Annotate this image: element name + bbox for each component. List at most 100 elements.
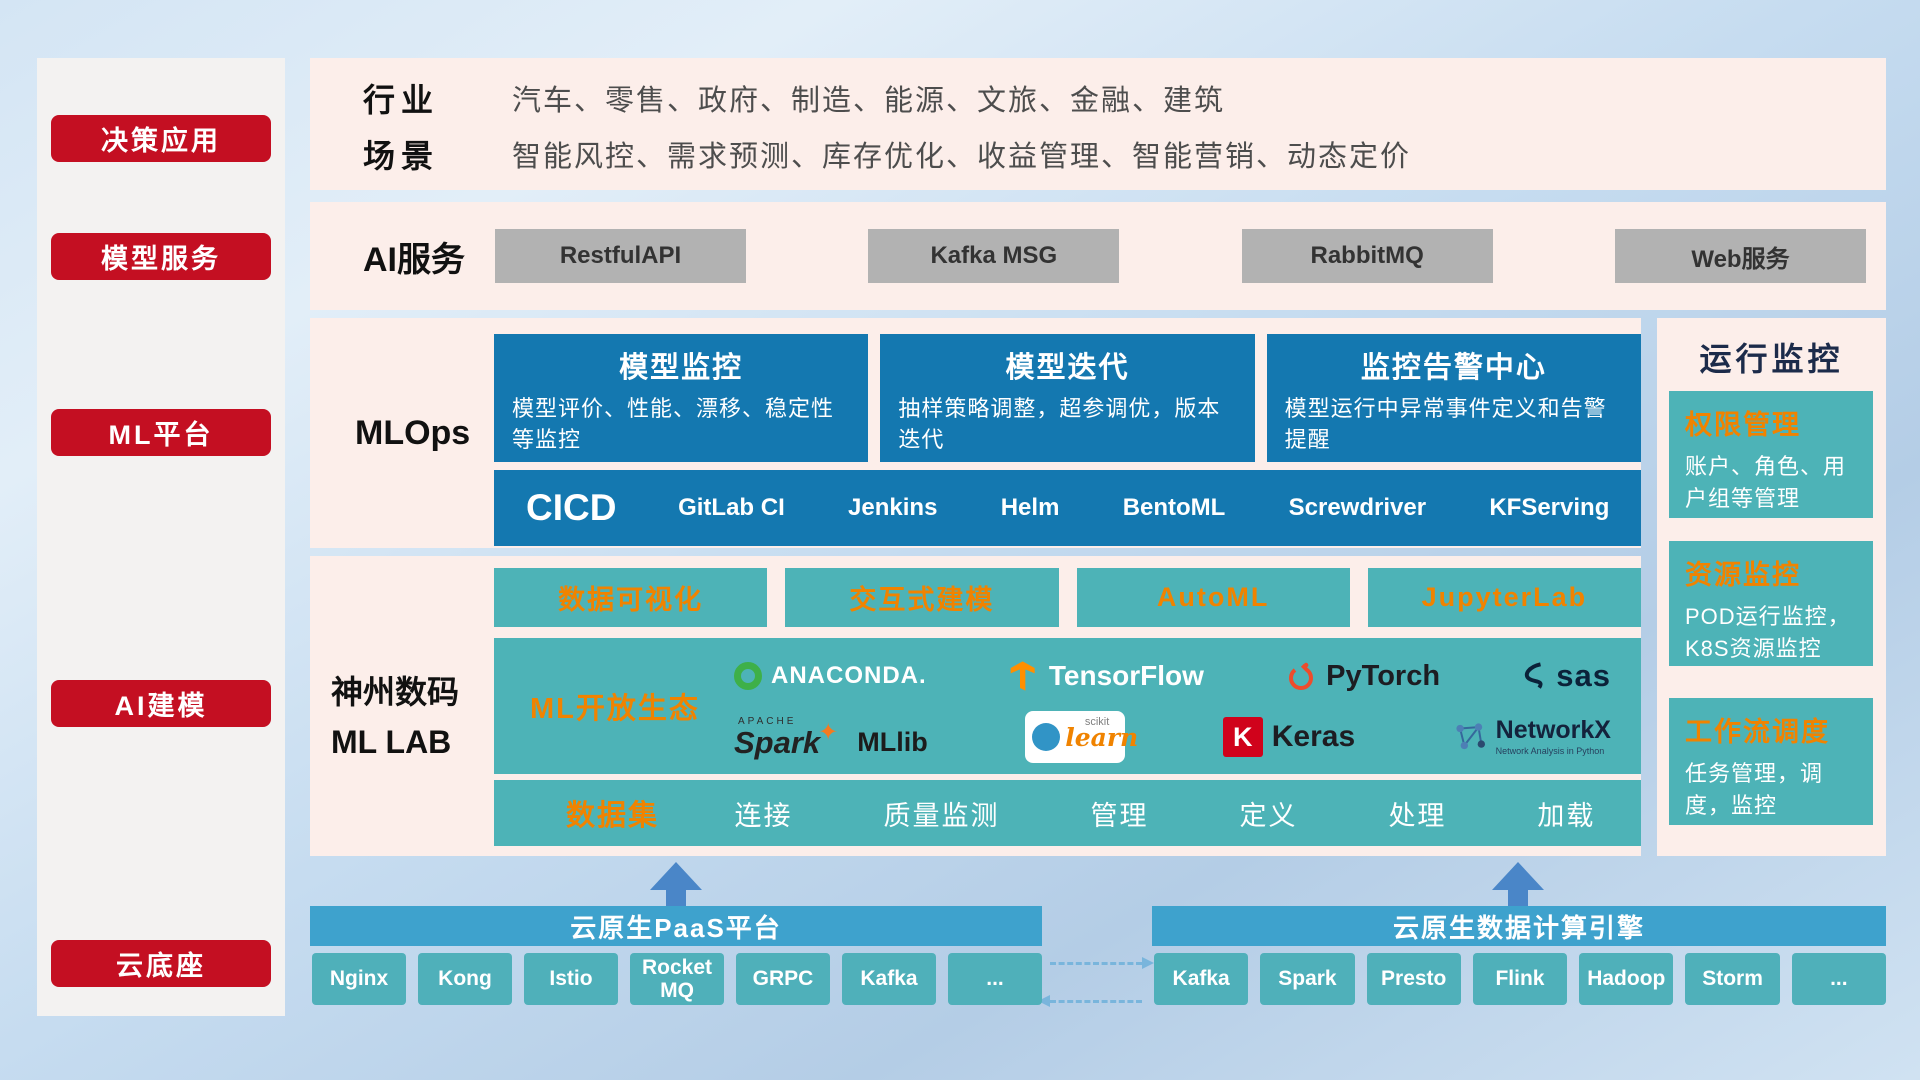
screwdriver-item: Screwdriver [1288, 494, 1427, 522]
engine-storm-block: Storm [1685, 953, 1780, 1005]
dashed-arrow-left [1038, 995, 1142, 1007]
layer-ml-platform: ML平台 [51, 409, 271, 456]
keras-text: Keras [1271, 720, 1356, 753]
alert-center-title: 监控告警中心 [1360, 352, 1547, 384]
dataset-label: 数据集 [566, 800, 660, 832]
cicd-items: GitLab CI Jenkins Helm BentoML Screwdriv… [646, 494, 1641, 522]
workflow-scheduler-desc: 任务管理，调度，监控 [1685, 761, 1824, 818]
layer-ai-modeling: AI建模 [51, 680, 271, 727]
dashed-arrow-right [1050, 957, 1154, 969]
cicd-label: CICD [526, 487, 617, 528]
ai-service-label: AI服务 [363, 240, 465, 279]
mllab-label-line1: 神州数码 [331, 674, 460, 710]
scikit-learn-text: learn [1065, 722, 1139, 752]
permission-mgmt-title: 权限管理 [1685, 410, 1801, 440]
mlops-band: MLOps 模型监控 模型评价、性能、漂移、稳定性等监控 模型迭代 抽样策略调整… [310, 318, 1641, 548]
layer-model-service: 模型服务 [51, 233, 271, 280]
ecosystem-logo-row-2: APACHE Spark ✦ MLlib scikit learn K Ke [734, 708, 1611, 766]
restful-api-block: RestfulAPI [495, 229, 746, 283]
rabbitmq-block: RabbitMQ [1241, 229, 1493, 283]
keras-logo: K Keras [1222, 717, 1356, 757]
dataset-connect-item: 连接 [734, 800, 793, 831]
networkx-text: NetworkX [1495, 716, 1611, 744]
permission-mgmt-card: 权限管理 账户、角色、用户组等管理 [1669, 391, 1873, 518]
kfserving-item: KFServing [1489, 494, 1610, 522]
kafka-msg-block: Kafka MSG [868, 229, 1120, 283]
apache-text: APACHE [738, 715, 797, 727]
engine-more-block: ... [1791, 953, 1886, 1005]
paas-platform-bar: 云原生PaaS平台 [310, 906, 1042, 946]
model-iteration-title: 模型迭代 [1005, 352, 1130, 384]
alert-center-card: 监控告警中心 模型运行中异常事件定义和告警提醒 [1266, 334, 1641, 462]
interactive-modeling-block: 交互式建模 [785, 568, 1059, 627]
dataset-define-item: 定义 [1239, 800, 1298, 831]
scenario-row: 场景 智能风控、需求预测、库存优化、收益管理、智能营销、动态定价 [363, 132, 1411, 176]
data-visualization-block: 数据可视化 [494, 568, 768, 627]
paas-components: Nginx Kong Istio RocketMQ GRPC Kafka ... [312, 953, 1042, 1005]
engine-components: Kafka Spark Presto Flink Hadoop Storm ..… [1154, 953, 1886, 1005]
model-monitoring-desc: 模型评价、性能、漂移、稳定性等监控 [512, 396, 835, 452]
pytorch-text: PyTorch [1326, 659, 1441, 692]
left-layer-panel: 决策应用 模型服务 ML平台 AI建模 云底座 [37, 58, 285, 1016]
rocketmq-block: RocketMQ [630, 953, 724, 1005]
mlops-label: MLOps [355, 413, 471, 452]
jupyterlab-block: JupyterLab [1367, 568, 1641, 627]
web-service-block: Web服务 [1614, 229, 1866, 283]
anaconda-text: ANACONDA. [771, 662, 927, 689]
ai-service-band: AI服务 RestfulAPI Kafka MSG RabbitMQ Web服务 [310, 202, 1886, 310]
ml-ecosystem-label: ML开放生态 [530, 693, 700, 725]
up-arrow-paas [650, 862, 702, 906]
spark-logo: APACHE Spark ✦ [734, 715, 839, 760]
workflow-scheduler-title: 工作流调度 [1685, 717, 1830, 747]
kafka-block: Kafka [842, 953, 936, 1005]
engine-flink-block: Flink [1472, 953, 1568, 1005]
mllab-tools-row: 数据可视化 交互式建模 AutoML JupyterLab [494, 568, 1641, 627]
dataset-load-item: 加载 [1537, 800, 1596, 831]
workflow-scheduler-card: 工作流调度 任务管理，调度，监控 [1669, 698, 1873, 825]
spark-text: Spark [734, 724, 821, 760]
dataset-manage-item: 管理 [1090, 800, 1149, 831]
bentoml-item: BentoML [1122, 494, 1226, 522]
engine-kafka-block: Kafka [1154, 953, 1249, 1005]
permission-mgmt-desc: 账户、角色、用户组等管理 [1685, 454, 1847, 511]
model-monitoring-title: 模型监控 [619, 352, 744, 384]
resource-monitor-desc: POD运行监控，K8S资源监控 [1685, 604, 1851, 661]
mlops-cards: 模型监控 模型评价、性能、漂移、稳定性等监控 模型迭代 抽样策略调整，超参调优，… [494, 334, 1641, 462]
networkx-icon [1456, 723, 1485, 750]
industry-label: 行业 [363, 82, 440, 118]
sas-text: sas [1556, 658, 1611, 693]
cicd-row: CICD GitLab CI Jenkins Helm BentoML Scre… [494, 470, 1641, 546]
runtime-monitor-panel: 运行监控 权限管理 账户、角色、用户组等管理 资源监控 POD运行监控，K8S资… [1657, 318, 1886, 856]
pytorch-icon [1289, 662, 1314, 690]
kong-block: Kong [418, 953, 512, 1005]
scikit-learn-icon [1032, 723, 1061, 751]
scikit-small-text: scikit [1084, 716, 1110, 728]
dataset-row: 数据集 连接 质量监测 管理 定义 处理 加载 [494, 780, 1641, 846]
engine-presto-block: Presto [1366, 953, 1461, 1005]
mllab-label: 神州数码 ML LAB [331, 668, 501, 767]
ai-service-buttons: RestfulAPI Kafka MSG RabbitMQ Web服务 [495, 229, 1866, 283]
gitlab-ci-item: GitLab CI [678, 494, 785, 522]
sas-icon [1525, 662, 1543, 689]
industry-list: 汽车、零售、政府、制造、能源、文旅、金融、建筑 [512, 85, 1226, 117]
scenario-list: 智能风控、需求预测、库存优化、收益管理、智能营销、动态定价 [512, 141, 1412, 173]
anaconda-logo: ANACONDA. [734, 662, 927, 690]
jenkins-item: Jenkins [848, 494, 938, 522]
anaconda-icon [734, 662, 762, 690]
mllab-band: 神州数码 ML LAB 数据可视化 交互式建模 AutoML JupyterLa… [310, 556, 1641, 856]
spark-star-icon: ✦ [818, 718, 839, 746]
alert-center-desc: 模型运行中异常事件定义和告警提醒 [1284, 396, 1607, 452]
tensorflow-logo: TensorFlow [1008, 660, 1204, 692]
data-engine-bar: 云原生数据计算引擎 [1152, 906, 1886, 946]
model-monitoring-card: 模型监控 模型评价、性能、漂移、稳定性等监控 [494, 334, 869, 462]
nginx-block: Nginx [312, 953, 406, 1005]
engine-spark-block: Spark [1260, 953, 1355, 1005]
grpc-block: GRPC [736, 953, 830, 1005]
up-arrow-engine [1492, 862, 1544, 906]
scikit-learn-logo: scikit learn [1025, 711, 1138, 763]
helm-item: Helm [1000, 494, 1060, 522]
pytorch-logo: PyTorch [1285, 660, 1440, 693]
mllib-text: MLlib [857, 726, 928, 757]
engine-hadoop-block: Hadoop [1579, 953, 1674, 1005]
